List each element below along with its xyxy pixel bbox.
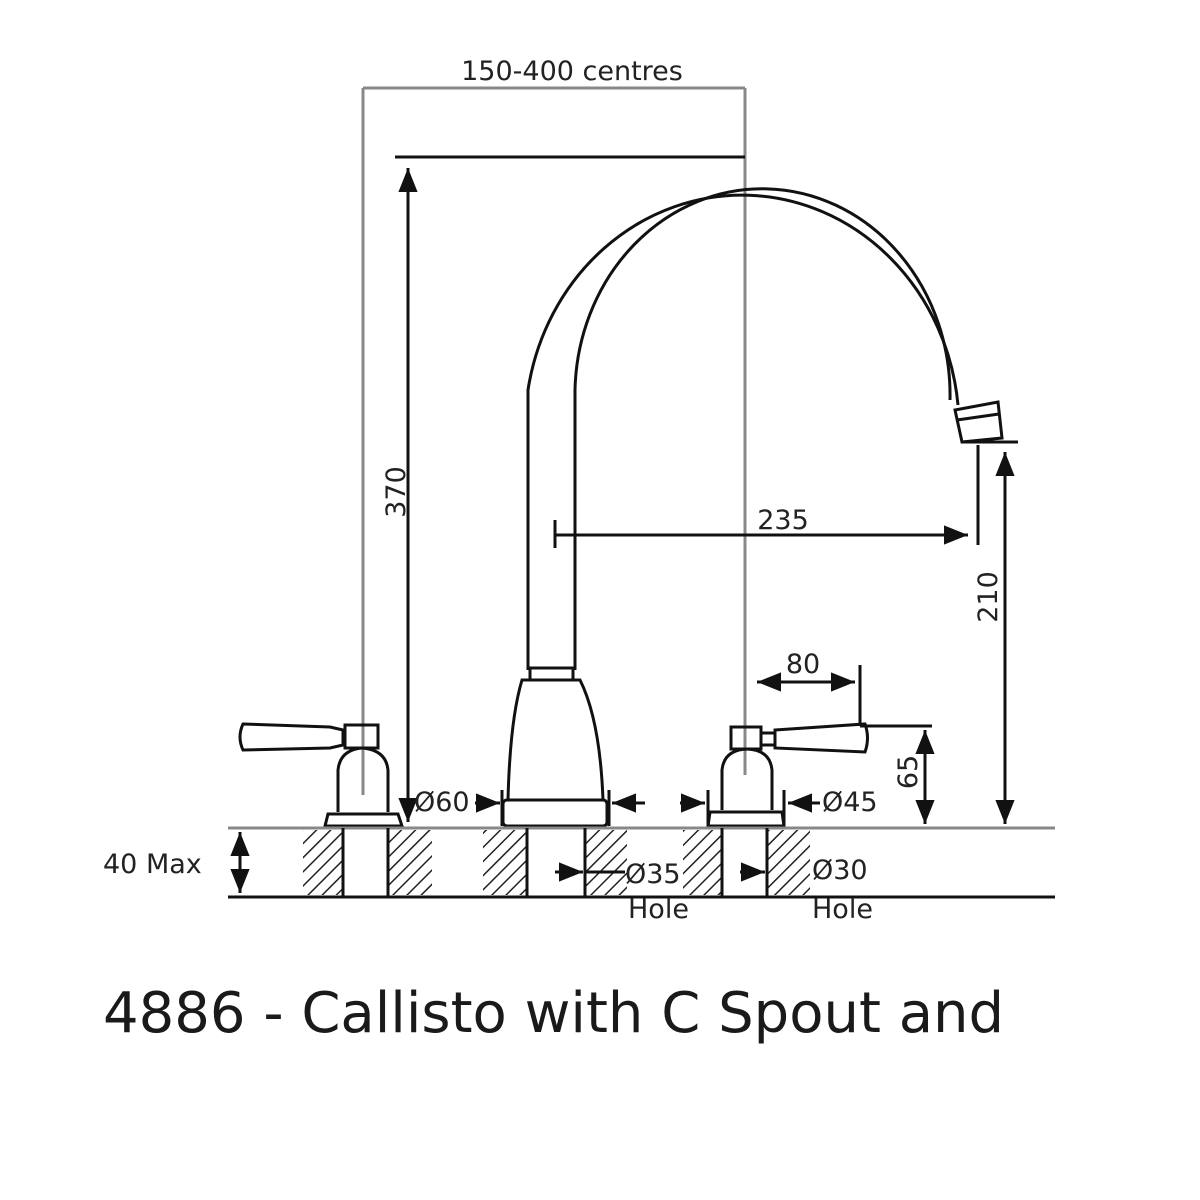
valve-hole-caption: Hole — [812, 894, 873, 925]
valve-base-dia-label: Ø45 — [822, 787, 878, 818]
height-dimension: 370 — [381, 155, 745, 822]
spout-body — [501, 666, 609, 828]
deck-thickness-label: 40 Max — [103, 849, 202, 880]
height-label: 370 — [381, 466, 412, 518]
left-valve — [238, 722, 405, 828]
spout-base-dia-label: Ø60 — [414, 787, 470, 818]
handle-length-label: 80 — [786, 649, 820, 680]
reach-label: 235 — [757, 505, 809, 536]
handle-length-dimension: 80 — [757, 649, 862, 726]
clearance-label: 210 — [973, 571, 1004, 623]
spout-hole-caption: Hole — [628, 894, 689, 925]
product-title: 4886 - Callisto with C Spout and — [103, 981, 1004, 1046]
valve-hole-label: Ø30 — [812, 855, 868, 886]
clearance-dimension: 210 — [973, 445, 1015, 824]
reach-dimension: 235 — [553, 505, 968, 548]
centres-label: 150-400 centres — [461, 56, 683, 87]
spout-hole-label: Ø35 — [625, 859, 681, 890]
spout — [526, 187, 1018, 670]
handle-height-label: 65 — [893, 755, 924, 789]
base-diameter-dimensions: Ø60 Ø45 — [414, 787, 878, 826]
handle-height-dimension: 65 — [860, 724, 935, 824]
centres-dimension: 150-400 centres — [361, 56, 747, 795]
deck-section: 40 Max Ø35 Hole Ø30 Hole — [103, 826, 1055, 925]
